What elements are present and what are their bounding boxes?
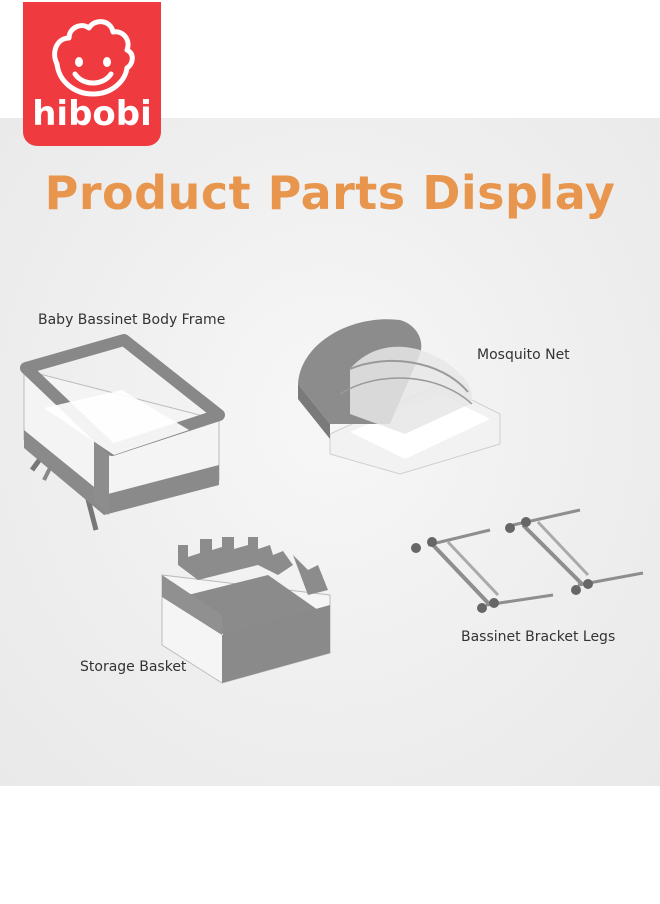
storage-basket-image xyxy=(161,537,331,684)
bassinet-frame-image xyxy=(20,334,225,531)
brand-logo: hibobi xyxy=(23,2,161,146)
label-mosquito-net: Mosquito Net xyxy=(477,347,570,363)
label-bracket-legs: Bassinet Bracket Legs xyxy=(461,629,616,645)
page-title: Product Parts Display xyxy=(44,166,616,220)
mosquito-net-image xyxy=(298,319,501,475)
brand-name: hibobi xyxy=(32,94,152,134)
label-storage-basket: Storage Basket xyxy=(80,659,187,675)
label-body-frame: Baby Bassinet Body Frame xyxy=(38,312,226,328)
bracket-legs-image xyxy=(411,508,644,613)
smiley-face-icon xyxy=(52,19,135,97)
